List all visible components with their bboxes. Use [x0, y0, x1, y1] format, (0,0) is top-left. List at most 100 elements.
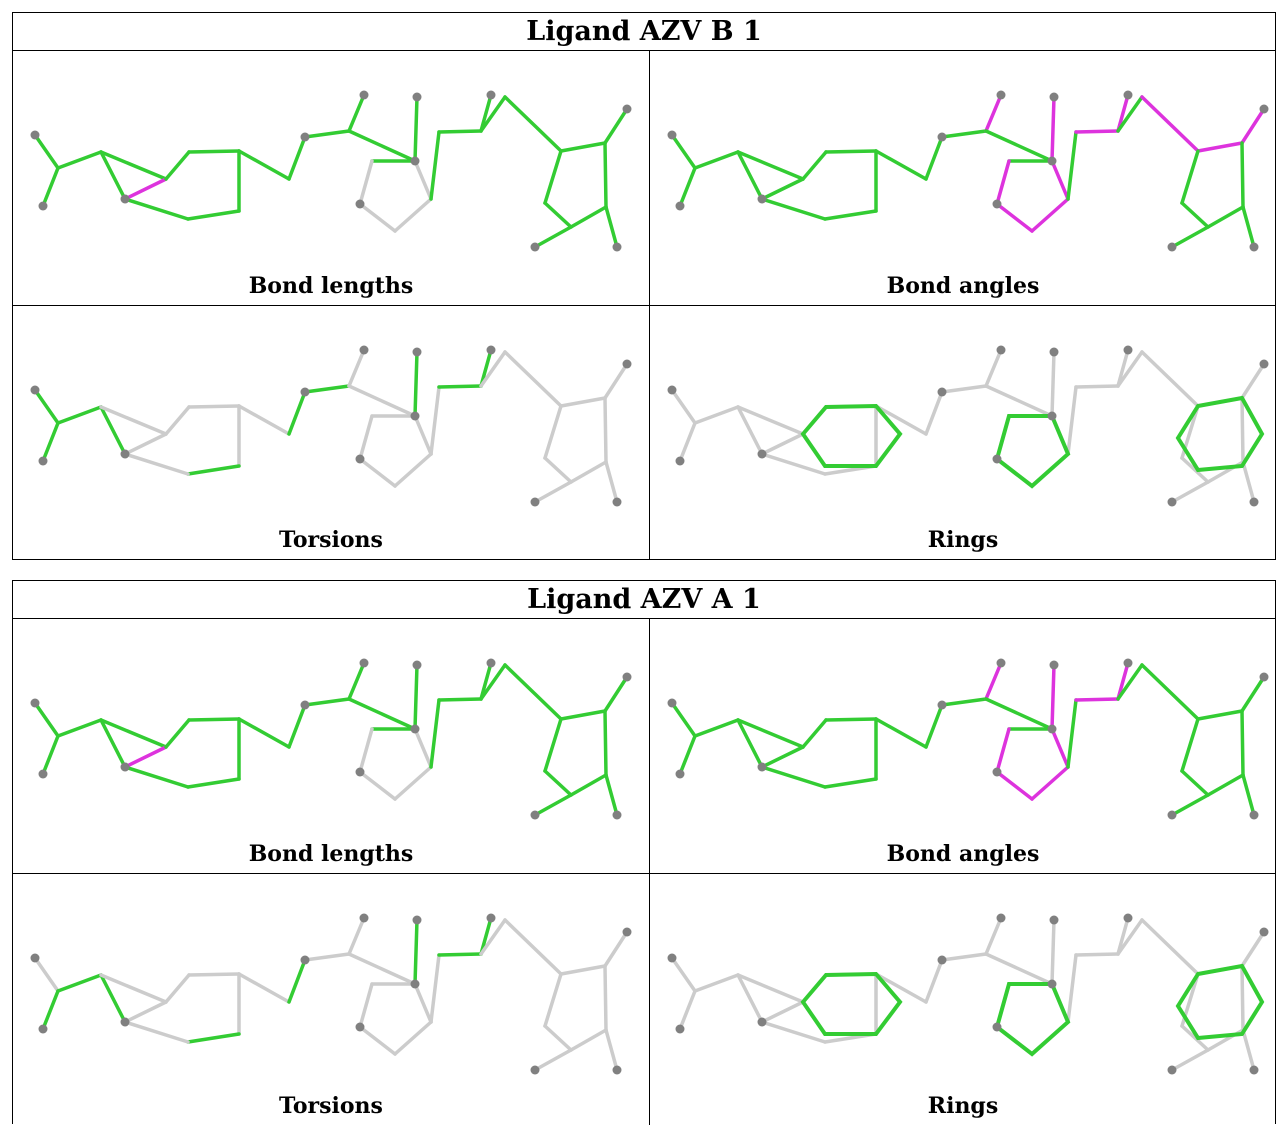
- bond: [1180, 717, 1200, 773]
- panel-torsions: Torsions: [13, 306, 649, 559]
- bond: [347, 384, 417, 418]
- bond: [186, 464, 241, 476]
- atom: [1123, 658, 1133, 668]
- panel-grid: Bond lengths Bond angles Torsions Rings: [13, 51, 1275, 559]
- atom: [120, 194, 130, 204]
- bond: [1116, 916, 1130, 956]
- bond: [604, 460, 619, 504]
- atom: [1167, 810, 1177, 820]
- bond: [824, 717, 878, 722]
- atom: [996, 658, 1006, 668]
- bond: [187, 149, 241, 154]
- bond: [801, 150, 828, 181]
- bond: [1140, 663, 1200, 721]
- bond: [1241, 460, 1256, 504]
- atom: [757, 762, 767, 772]
- bond: [736, 973, 805, 1004]
- bond: [559, 141, 607, 153]
- bond: [604, 205, 619, 249]
- bond: [1050, 95, 1056, 163]
- bond: [543, 404, 563, 460]
- atom: [1123, 913, 1133, 923]
- bond: [347, 952, 417, 986]
- bond: [413, 918, 419, 986]
- bond: [347, 916, 366, 956]
- bond: [479, 916, 493, 956]
- bond: [603, 709, 608, 777]
- panel-bond-lengths: Bond lengths: [13, 51, 649, 305]
- atom: [612, 1065, 622, 1075]
- bond: [1170, 1048, 1210, 1072]
- atom: [996, 90, 1006, 100]
- bond: [429, 953, 441, 1024]
- bond: [1241, 773, 1256, 817]
- ligand-block-a1: Ligand AZV A 1 Bond lengths Bond angles …: [12, 580, 1276, 1125]
- atom: [1167, 1065, 1177, 1075]
- molecule-drawing: [667, 658, 1269, 820]
- bond: [1030, 765, 1070, 801]
- bond: [358, 202, 397, 233]
- bond: [984, 384, 1054, 418]
- bond: [543, 1024, 573, 1052]
- bond: [874, 717, 928, 749]
- atom: [1167, 497, 1177, 507]
- bond: [393, 1020, 433, 1056]
- bond: [1066, 698, 1078, 769]
- panel-rings: Rings: [650, 306, 1276, 559]
- bond: [479, 918, 507, 956]
- atom: [486, 658, 496, 668]
- bond: [479, 95, 507, 133]
- atom: [757, 1017, 767, 1027]
- atom: [1049, 660, 1059, 670]
- bond: [1240, 930, 1266, 968]
- atom: [1249, 810, 1259, 820]
- bond: [237, 972, 291, 1004]
- ring: [800, 971, 903, 1036]
- atom: [622, 104, 632, 114]
- atom: [757, 194, 767, 204]
- bond: [164, 718, 191, 749]
- panel-caption: Torsions: [279, 1093, 383, 1119]
- bond: [569, 205, 608, 229]
- bond: [1180, 1024, 1210, 1052]
- bond: [984, 916, 1003, 956]
- bond: [56, 150, 103, 170]
- bond: [1140, 918, 1200, 976]
- bond: [924, 703, 944, 749]
- bond: [1180, 201, 1210, 229]
- molecule-drawing: [667, 913, 1269, 1075]
- panel-bond-angles: Bond angles: [650, 619, 1276, 873]
- atom: [300, 132, 310, 142]
- atom: [120, 762, 130, 772]
- bond: [123, 452, 190, 476]
- atom: [530, 810, 540, 820]
- bond: [603, 930, 629, 968]
- atom: [486, 90, 496, 100]
- bond: [559, 709, 607, 721]
- bond: [1196, 709, 1244, 721]
- bond: [99, 405, 168, 436]
- bond: [1240, 141, 1245, 209]
- bond: [164, 405, 191, 436]
- molecule-drawing: [30, 658, 632, 820]
- bond: [693, 150, 740, 170]
- bond: [503, 663, 563, 721]
- molecule-drawing: [30, 90, 632, 252]
- bond: [287, 958, 307, 1004]
- bond: [413, 159, 433, 201]
- atom: [1047, 156, 1057, 166]
- atom: [667, 130, 677, 140]
- bond: [824, 149, 878, 154]
- block-title: Ligand AZV A 1: [13, 581, 1275, 619]
- bond: [533, 1048, 573, 1072]
- bond: [479, 661, 493, 701]
- atom: [612, 810, 622, 820]
- atom: [667, 698, 677, 708]
- bond: [1240, 107, 1266, 145]
- atom: [1123, 90, 1133, 100]
- molecule-drawing: [30, 913, 632, 1075]
- panel-caption: Torsions: [279, 527, 383, 553]
- bond: [1030, 197, 1070, 233]
- bond: [347, 93, 366, 133]
- bond: [559, 396, 607, 408]
